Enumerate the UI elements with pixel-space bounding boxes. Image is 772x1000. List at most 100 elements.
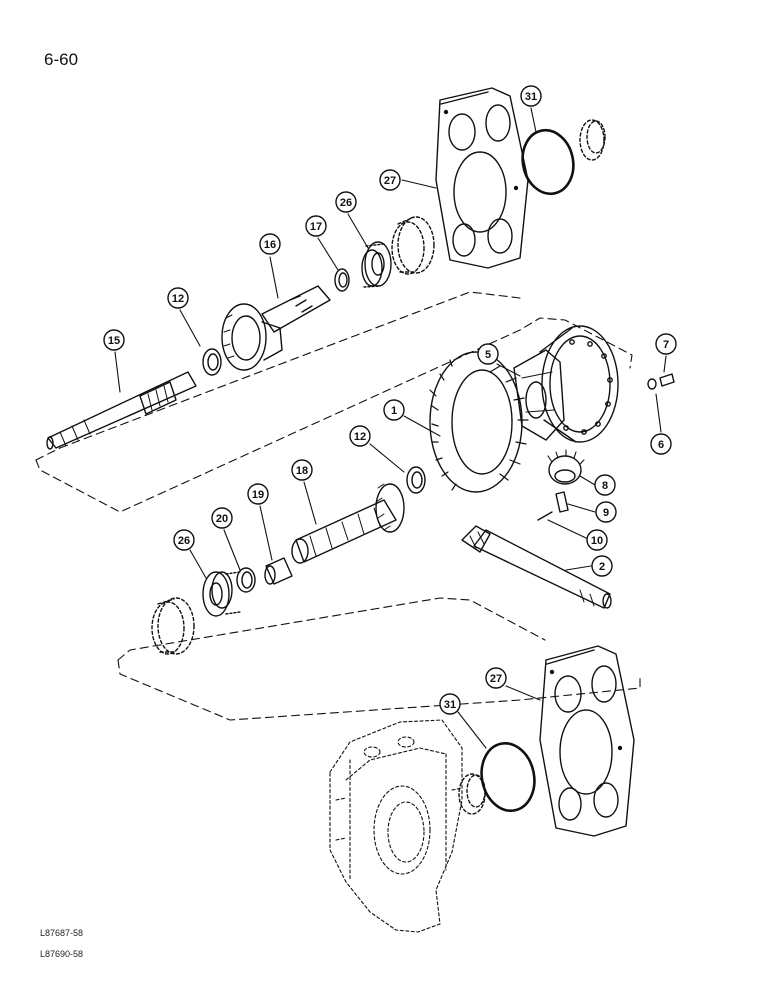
callout-8: 8 [594, 474, 616, 496]
callout-number: 7 [663, 339, 669, 351]
callout-9: 9 [595, 501, 617, 523]
callout-circle [335, 191, 357, 213]
callout-17: 17 [305, 215, 327, 237]
callout-number: 5 [485, 349, 491, 361]
callout-number: 19 [252, 489, 264, 501]
callout-circle [383, 399, 405, 421]
callout-circle [259, 233, 281, 255]
part-8-pinion-gear [547, 449, 585, 485]
callout-circle [305, 215, 327, 237]
callout-5: 5 [477, 343, 499, 365]
assembly-outline-upper-top [59, 291, 521, 449]
lower-bearing-cup-dashed [458, 773, 486, 815]
bearing-cup-upper-dashed [391, 216, 435, 275]
callout-number: 15 [108, 335, 120, 347]
callout-circle [520, 85, 542, 107]
assembly-outline-upper [35, 317, 633, 513]
callout-circle [439, 693, 461, 715]
callout-circle [103, 329, 125, 351]
callout-circle [167, 287, 189, 309]
callout-number: 27 [384, 175, 396, 187]
callout-circle [650, 433, 672, 455]
callout-circle [247, 483, 269, 505]
part-9-pin [555, 491, 569, 513]
callout-number: 2 [599, 561, 605, 573]
assembly-outline-lower [117, 597, 546, 661]
callout-12: 12 [349, 425, 371, 447]
callout-circle [291, 459, 313, 481]
callout-circle [655, 333, 677, 355]
callout-number: 16 [264, 239, 276, 251]
callout-circle [349, 425, 371, 447]
callout-number: 31 [525, 91, 537, 103]
callout-7: 7 [655, 333, 677, 355]
callout-circle [485, 667, 507, 689]
callout-16: 16 [259, 233, 281, 255]
callout-6: 6 [650, 433, 672, 455]
callout-20: 20 [211, 507, 233, 529]
part-15-shaft [46, 371, 197, 450]
part-12-lower-washer [406, 466, 426, 494]
callout-number: 26 [340, 197, 352, 209]
part-20-snap-ring [236, 567, 256, 593]
callout-circle [173, 529, 195, 551]
callout-number: 10 [591, 535, 603, 547]
assembly-outline-lower-bottom [117, 659, 641, 721]
callout-number: 17 [310, 221, 322, 233]
callout-number: 9 [603, 507, 609, 519]
callout-number: 12 [354, 431, 366, 443]
part-31-lower-oring [480, 742, 536, 812]
part-2-pinion-shaft [461, 525, 612, 609]
page-number: 6-60 [44, 50, 79, 69]
part-5-differential-case [513, 325, 619, 443]
housing-phantom [329, 719, 463, 933]
callout-number: 27 [490, 673, 502, 685]
part-27-upper-plate [435, 87, 529, 269]
reference-code: L87687-58 [40, 928, 84, 938]
callout-circle [379, 169, 401, 191]
callout-circle [591, 555, 613, 577]
callout-circle [594, 474, 616, 496]
part-1-ring-gear [429, 351, 529, 493]
callout-bubbles: 31 27 26 17 16 12 15 5 7 6 1 12 18 19 20 26 8 9 10 2 27 31 [103, 85, 677, 715]
part-27-lower-plate [539, 645, 635, 837]
upper-bearing-cup-dashed [579, 119, 606, 161]
callout-number: 12 [172, 293, 184, 305]
callout-circle [595, 501, 617, 523]
reference-code: L87690-58 [40, 949, 84, 959]
callout-number: 31 [444, 699, 456, 711]
part-26-lower-bearing [202, 571, 241, 617]
callout-31: 31 [520, 85, 542, 107]
callout-number: 6 [658, 439, 664, 451]
part-18-splined-sleeve [291, 483, 405, 564]
callout-27: 27 [379, 169, 401, 191]
callout-number: 1 [391, 405, 397, 417]
callout-circle [211, 507, 233, 529]
assembly-outline-upper-left [35, 447, 61, 461]
part-26-upper-bearing [361, 241, 392, 288]
callout-1: 1 [383, 399, 405, 421]
part-10-small-pin [537, 511, 553, 521]
callout-26: 26 [335, 191, 357, 213]
callout-circle [477, 343, 499, 365]
part-17-snap-ring [334, 268, 350, 292]
callout-31: 31 [439, 693, 461, 715]
leader-lines [114, 107, 667, 749]
callout-2: 2 [591, 555, 613, 577]
callout-number: 18 [296, 465, 308, 477]
bearing-cup-lower-dashed [151, 597, 195, 655]
callout-12: 12 [167, 287, 189, 309]
part-16-gear-hub [221, 285, 331, 371]
callout-26: 26 [173, 529, 195, 551]
callout-number: 8 [602, 480, 608, 492]
callout-number: 20 [216, 513, 228, 525]
callout-number: 26 [178, 535, 190, 547]
callout-27: 27 [485, 667, 507, 689]
callout-10: 10 [586, 529, 608, 551]
part-12-upper-washer [202, 348, 222, 376]
callout-circle [586, 529, 608, 551]
part-31-upper-oring [521, 128, 575, 196]
callout-15: 15 [103, 329, 125, 351]
